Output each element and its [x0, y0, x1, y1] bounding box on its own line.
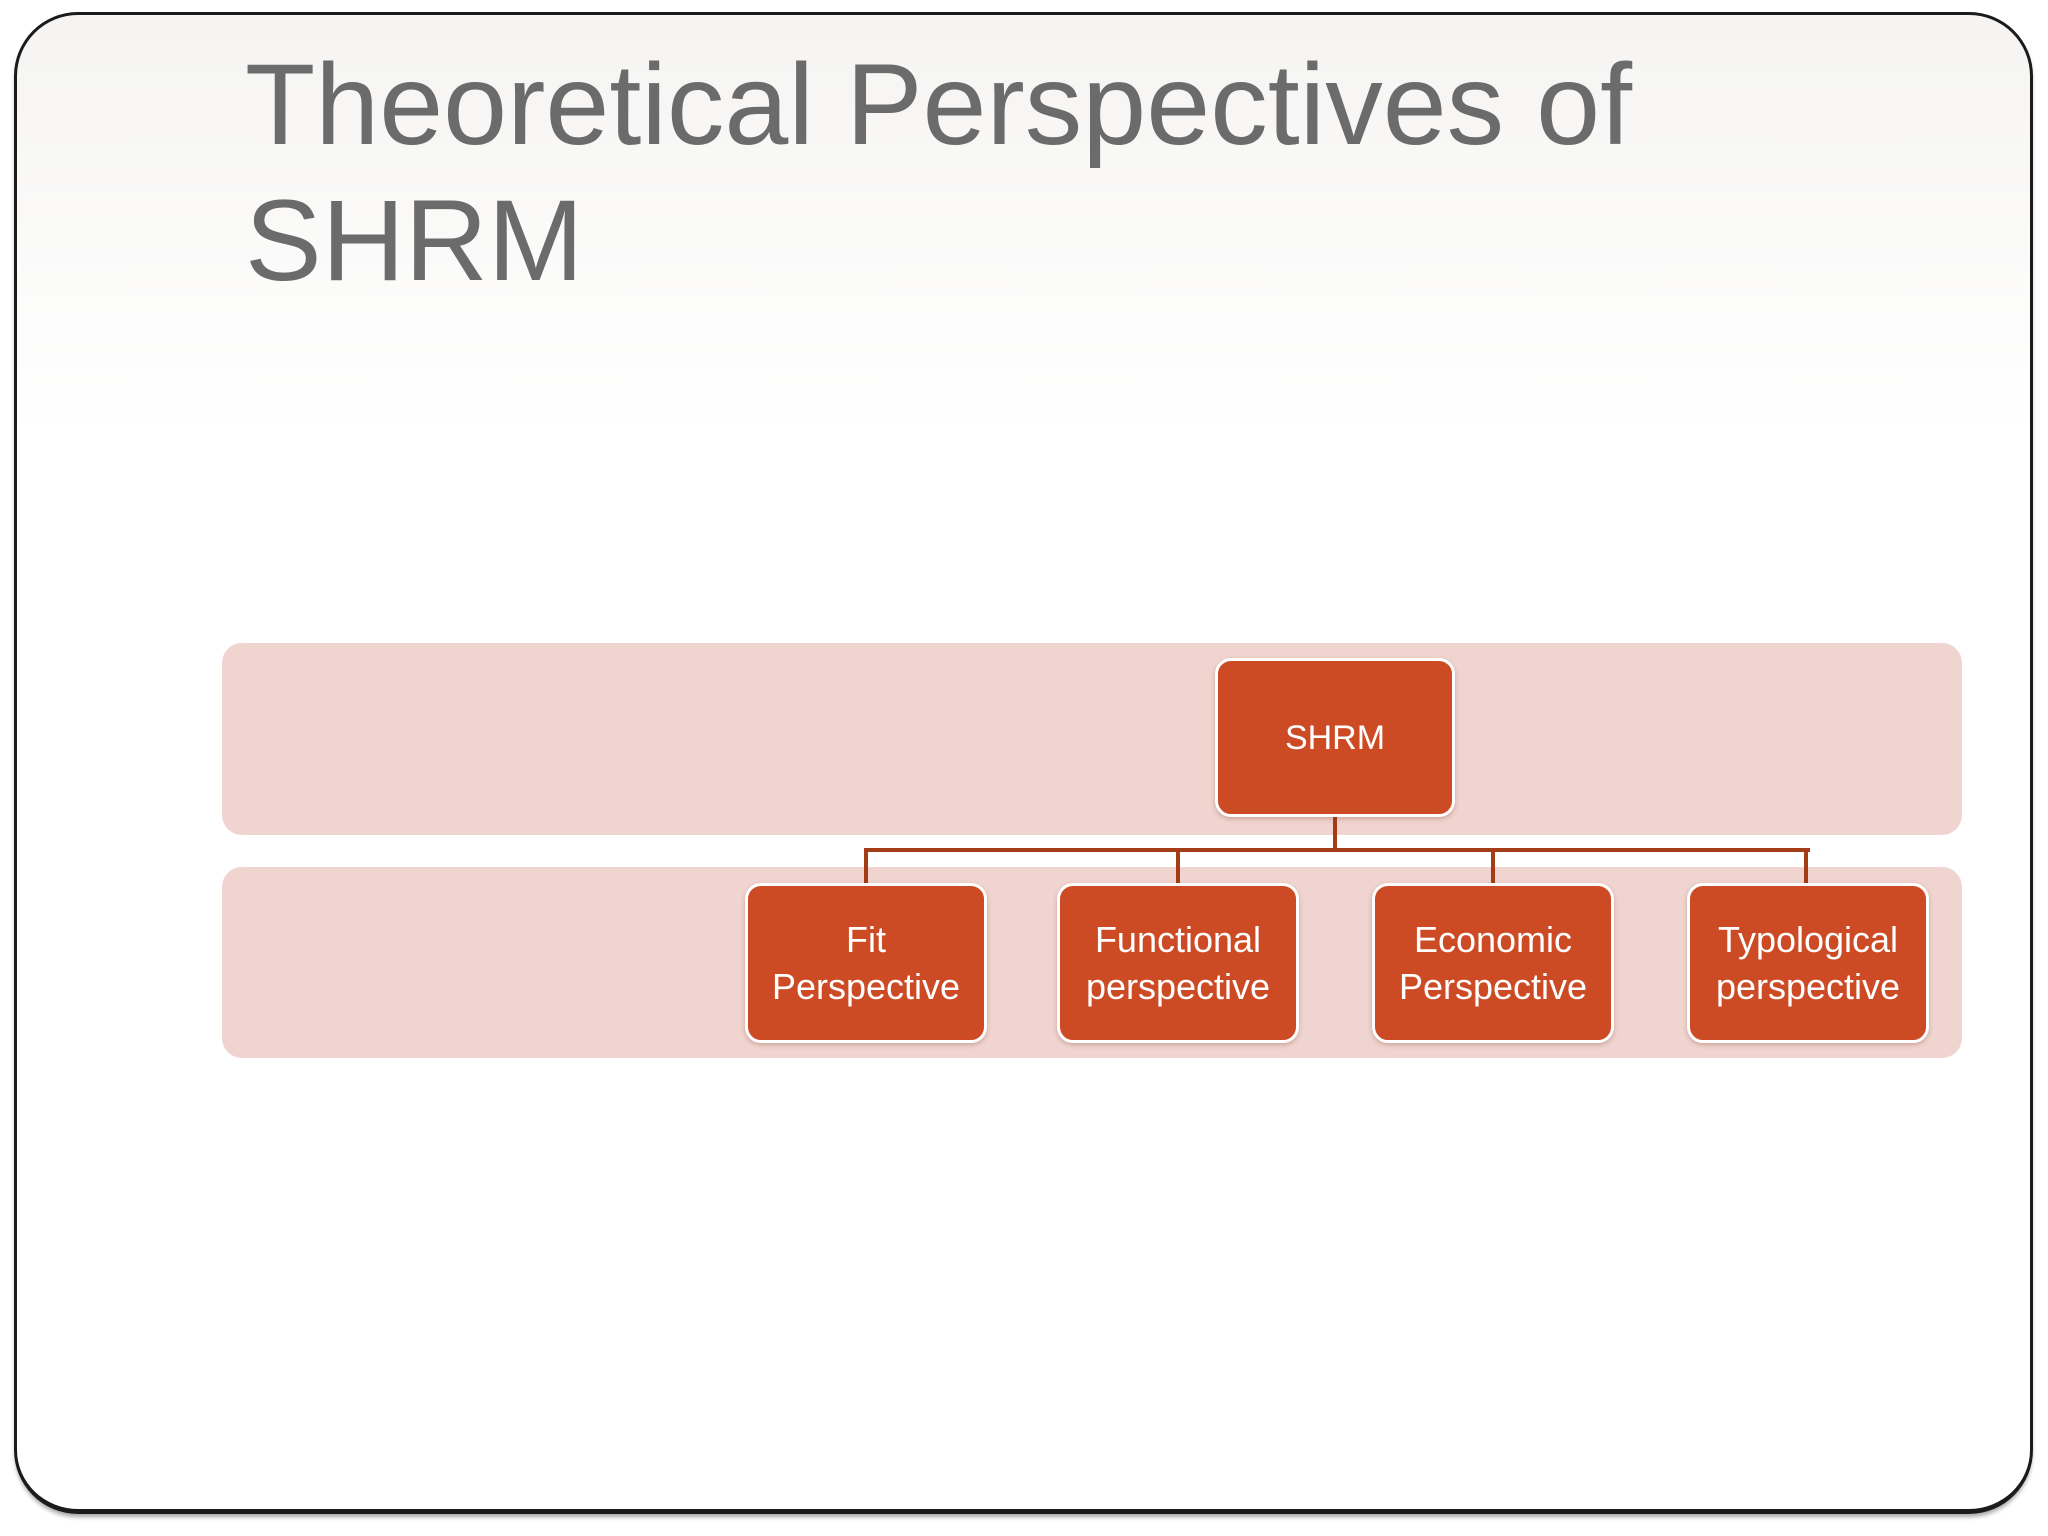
node-economic-perspective-label: Economic Perspective	[1398, 919, 1588, 1007]
connector-drop-economic	[1491, 848, 1495, 886]
node-functional-perspective-label: Functional perspective	[1085, 919, 1271, 1007]
connector-root-stub	[1333, 815, 1337, 851]
node-functional-perspective[interactable]: Functional perspective	[1057, 883, 1299, 1043]
connector-horizontal-line	[864, 848, 1810, 852]
connector-drop-typological	[1804, 848, 1808, 886]
node-economic-perspective[interactable]: Economic Perspective	[1372, 883, 1614, 1043]
node-typological-perspective[interactable]: Typological perspective	[1687, 883, 1929, 1043]
slide: Theoretical Perspectives of SHRM SHRM Fi…	[14, 12, 2033, 1514]
hierarchy-level1-band	[222, 643, 1962, 835]
node-fit-perspective[interactable]: Fit Perspective	[745, 883, 987, 1043]
connector-drop-fit	[864, 848, 868, 886]
node-typological-perspective-label: Typological perspective	[1715, 919, 1901, 1007]
node-shrm[interactable]: SHRM	[1215, 658, 1455, 817]
node-fit-perspective-label: Fit Perspective	[771, 919, 961, 1007]
node-shrm-label: SHRM	[1284, 718, 1386, 757]
slide-title: Theoretical Perspectives of SHRM	[245, 41, 1633, 305]
connector-drop-functional	[1176, 848, 1180, 886]
